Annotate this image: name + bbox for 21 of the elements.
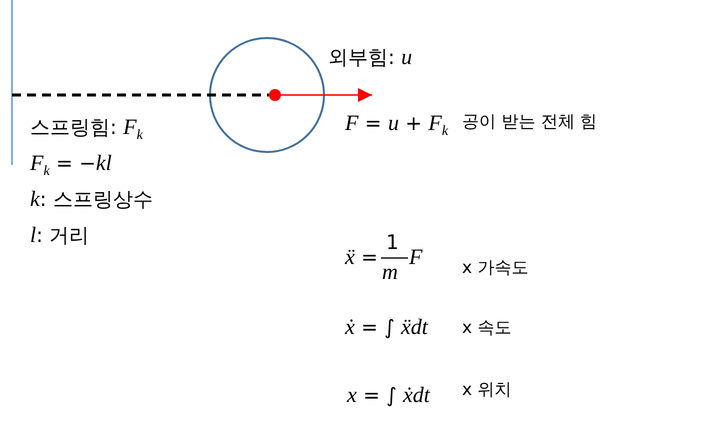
label-text: x 위치 (462, 380, 512, 400)
label-text: l: 거리 (30, 222, 90, 248)
formula: ẍ = (345, 244, 378, 270)
formula: m (382, 259, 398, 286)
label-text: 공이 받는 전체 힘 (462, 112, 598, 132)
label-text: 스프링힘: F$_{k}$ (30, 114, 143, 145)
formula: x = ∫ ẋdt (347, 382, 430, 408)
label-text: x 속도 (462, 318, 512, 338)
label-text: k: 스프링상수 (30, 186, 153, 212)
formula: F$_{k}$ = −kl (30, 150, 112, 181)
formula: 1 (386, 230, 399, 254)
ball-circle (209, 37, 325, 153)
formula: ẋ = ∫ ẍdt (345, 314, 428, 340)
wall-line (11, 0, 13, 165)
label-text: 외부힘: u (328, 44, 412, 70)
formula: F = u + F$_{k}$ (345, 110, 448, 141)
dashed-line (12, 94, 269, 96)
formula: F (409, 244, 422, 270)
label-text: x 가속도 (462, 258, 528, 278)
center-dot (269, 89, 281, 101)
arrow (281, 88, 372, 102)
